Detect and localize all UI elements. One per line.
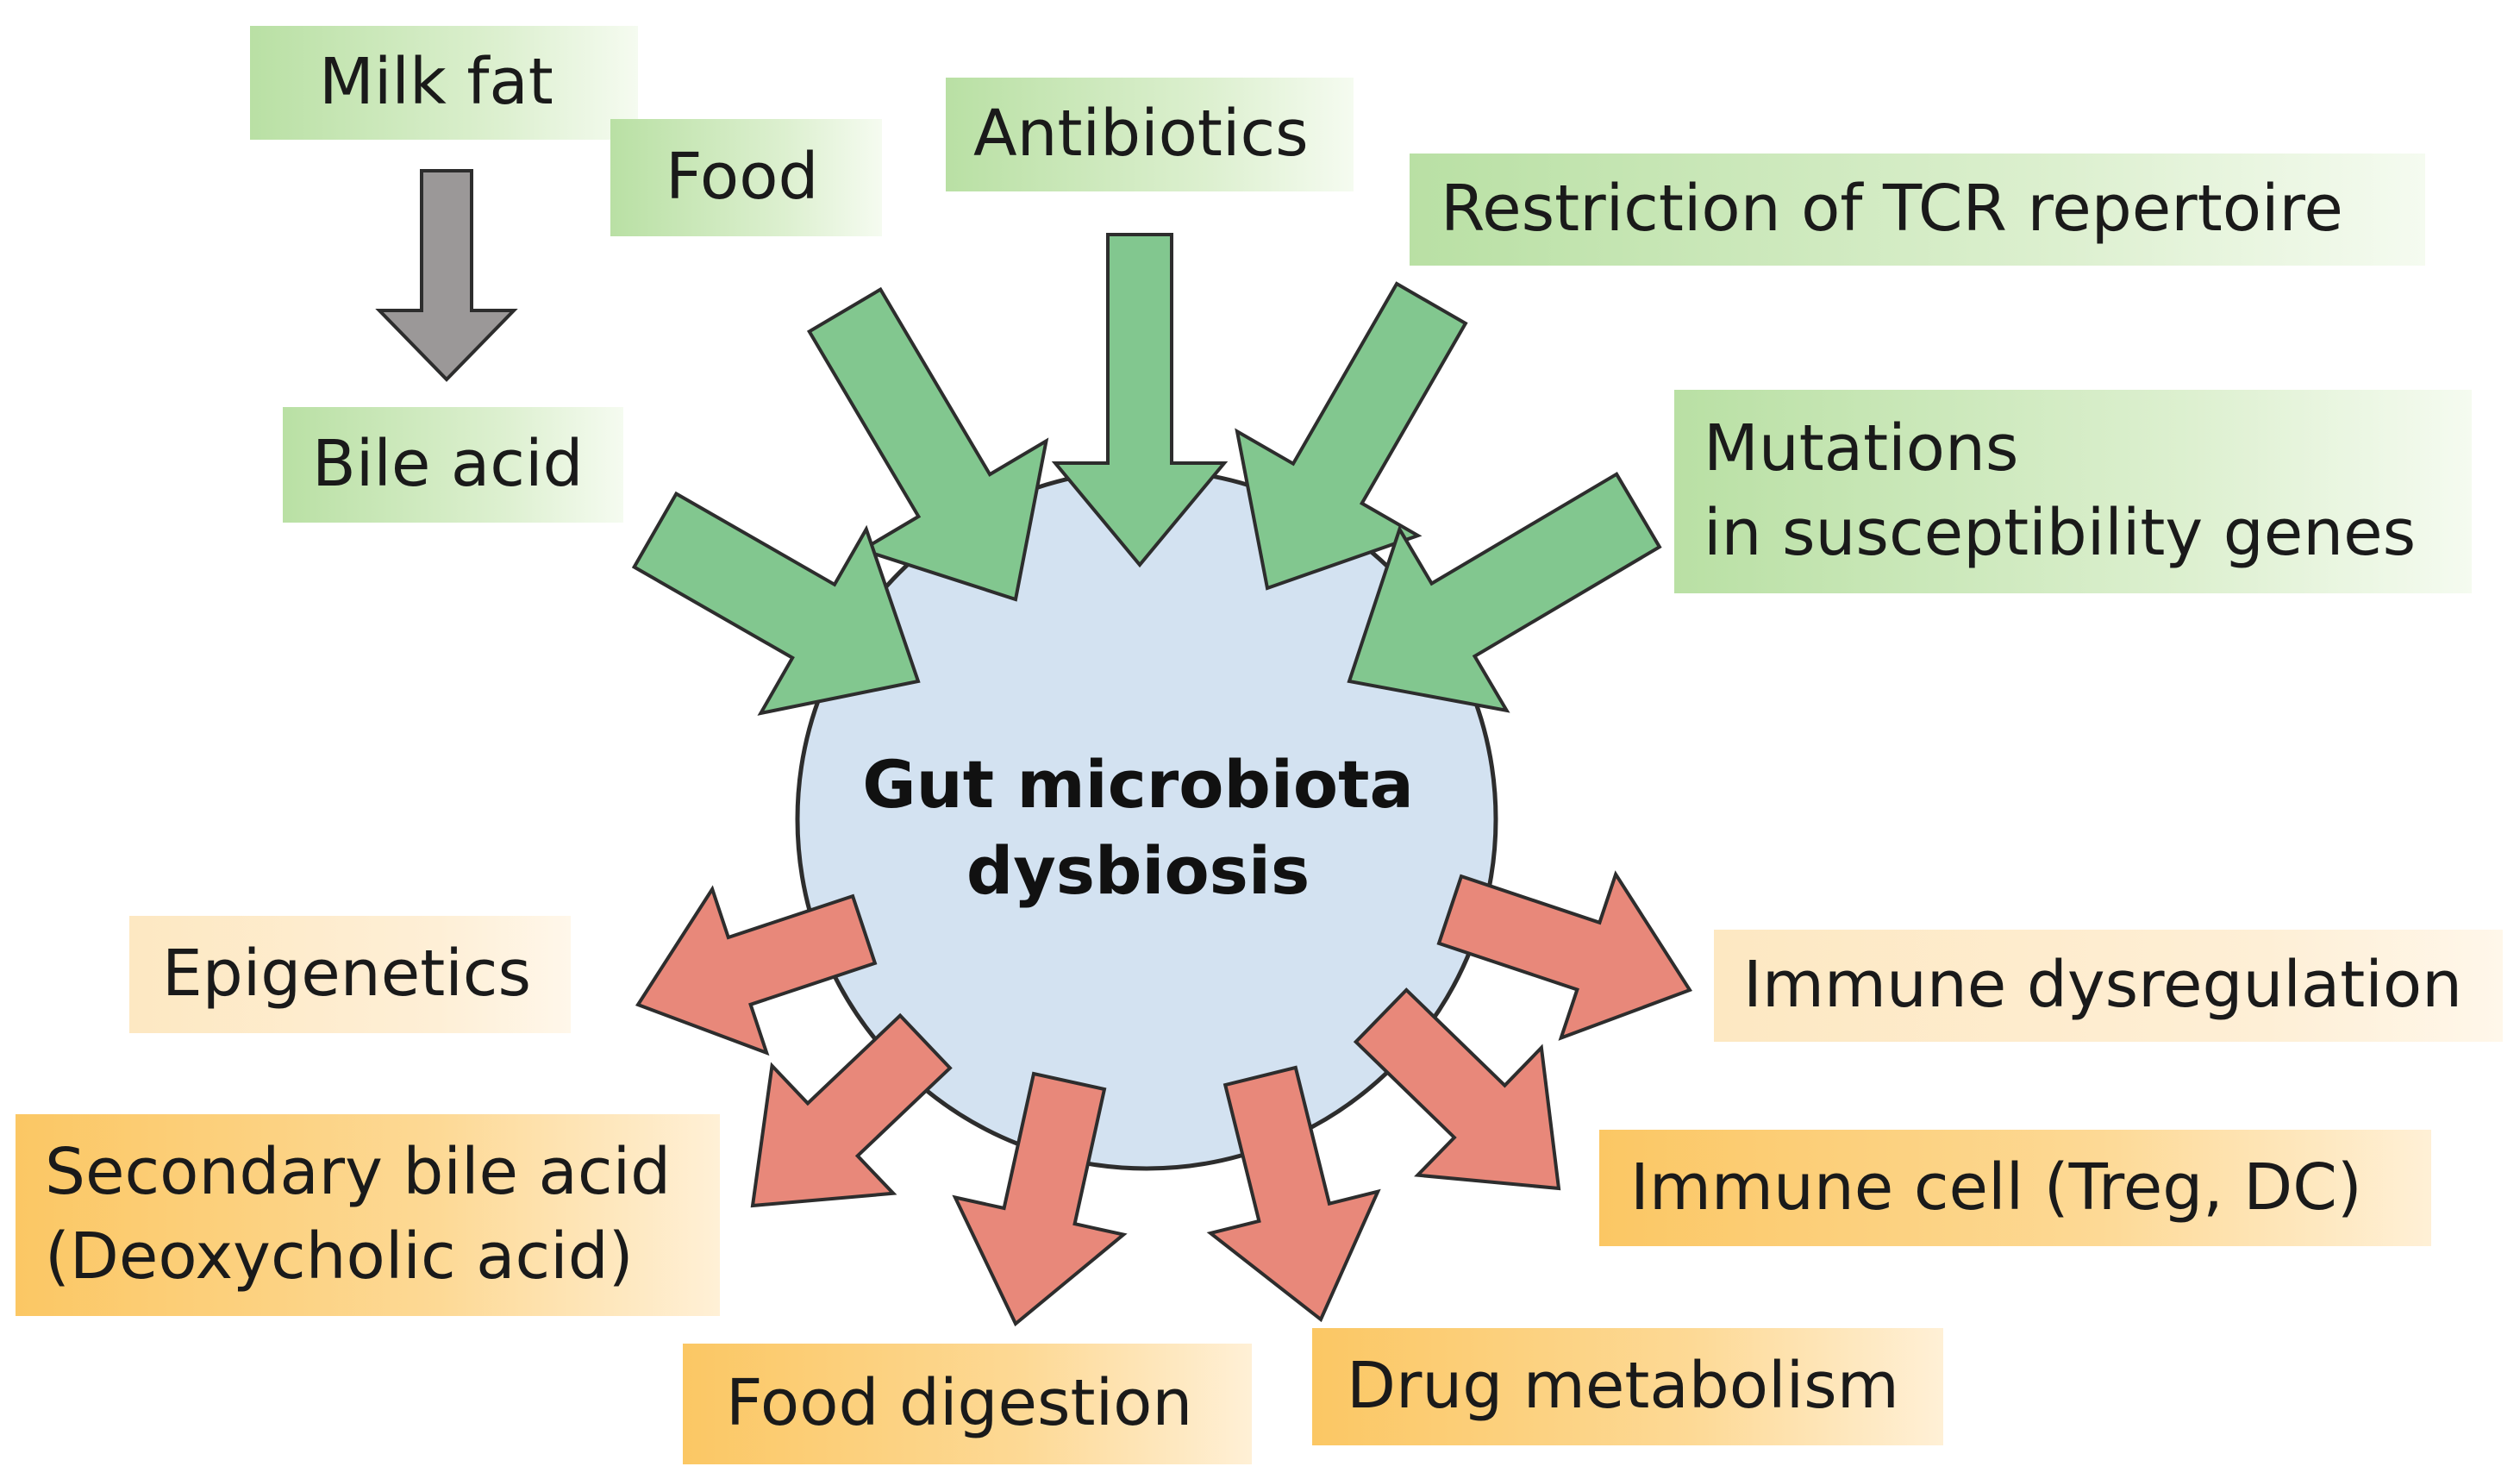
arrow-bile-acid (631, 491, 921, 716)
label-mutations: Mutations in susceptibility genes (1674, 390, 2472, 593)
label-secondary-bile-acid-line1: Secondary bile acid (45, 1135, 672, 1210)
label-food: Food (610, 119, 882, 236)
arrow-immune-dysregulation (1436, 870, 1693, 1041)
center-title: Gut microbiota dysbiosis (793, 742, 1483, 915)
arrow-food (806, 286, 1049, 602)
label-milk-fat: Milk fat (250, 26, 638, 140)
label-antibiotics-text: Antibiotics (973, 97, 1309, 172)
label-antibiotics: Antibiotics (946, 78, 1354, 191)
label-food-text: Food (666, 140, 819, 215)
label-immune-dysregulation-text: Immune dysregulation (1743, 948, 2463, 1023)
label-secondary-bile-acid: Secondary bile acid (Deoxycholic acid) (16, 1114, 720, 1316)
label-immune-cell-text: Immune cell (Treg, DC) (1630, 1150, 2362, 1225)
label-drug-metabolism-text: Drug metabolism (1347, 1349, 1899, 1424)
label-mutations-line2: in susceptibility genes (1704, 496, 2417, 570)
arrows-group (375, 169, 1693, 1327)
arrow-milkfat-to-bileacid (375, 169, 518, 382)
label-immune-cell: Immune cell (Treg, DC) (1599, 1130, 2431, 1246)
label-tcr-restriction: Restriction of TCR repertoire (1410, 154, 2425, 266)
center-title-line1: Gut microbiota (862, 746, 1414, 823)
label-immune-dysregulation: Immune dysregulation (1714, 930, 2503, 1042)
arrow-food-digestion (952, 1071, 1128, 1327)
label-epigenetics: Epigenetics (129, 916, 571, 1033)
center-title-line2: dysbiosis (966, 832, 1310, 910)
label-tcr-restriction-text: Restriction of TCR repertoire (1441, 172, 2343, 247)
label-milk-fat-text: Milk fat (319, 45, 553, 120)
arrow-epigenetics (635, 885, 878, 1056)
label-bile-acid-text: Bile acid (312, 427, 584, 502)
label-food-digestion-text: Food digestion (726, 1366, 1193, 1441)
label-epigenetics-text: Epigenetics (162, 937, 532, 1012)
label-secondary-bile-acid-line2: (Deoxycholic acid) (45, 1219, 634, 1294)
arrow-secondary-bile-acid (750, 1012, 953, 1208)
arrow-immune-cell (1353, 987, 1561, 1191)
label-drug-metabolism: Drug metabolism (1312, 1328, 1943, 1445)
arrow-antibiotics (1051, 233, 1229, 568)
label-food-digestion: Food digestion (683, 1344, 1252, 1464)
arrow-drug-metabolism (1206, 1065, 1381, 1323)
label-bile-acid: Bile acid (283, 407, 623, 523)
arrow-tcr (1235, 281, 1468, 591)
label-mutations-line1: Mutations (1704, 411, 2019, 486)
arrow-mutations (1347, 472, 1662, 713)
